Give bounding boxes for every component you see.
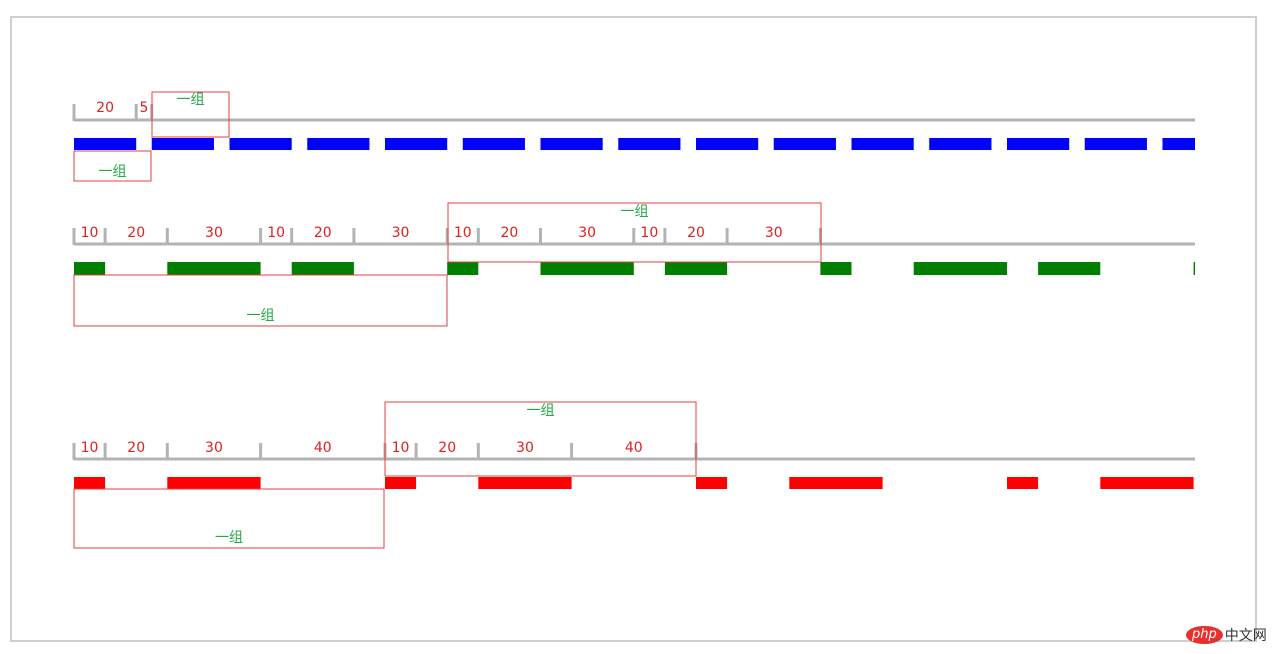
segment-length-label-red: 30 <box>516 440 534 456</box>
dash-segment-blue <box>540 138 603 150</box>
dash-segment-green <box>167 262 261 275</box>
group-label-top-blue: 一组 <box>177 92 205 108</box>
group-box-bottom-green <box>73 274 448 327</box>
segment-length-label-green: 10 <box>640 225 658 241</box>
group-box-top-red <box>384 401 697 477</box>
dash-segment-blue <box>307 138 370 150</box>
segment-length-label-green: 30 <box>765 225 783 241</box>
group-label-bottom-red: 一组 <box>215 530 243 546</box>
dash-segment-red <box>1100 477 1194 489</box>
dash-segment-blue <box>74 138 137 150</box>
segment-length-label-green: 30 <box>205 225 223 241</box>
dash-segment-blue <box>618 138 681 150</box>
group-label-bottom-blue: 一组 <box>99 164 127 180</box>
dash-segment-green <box>1193 262 1195 275</box>
segment-length-label-green: 30 <box>392 225 410 241</box>
dash-segment-green <box>447 262 479 275</box>
segment-length-label-green: 10 <box>454 225 472 241</box>
dash-segment-red <box>696 477 728 489</box>
segment-length-label-red: 10 <box>81 440 99 456</box>
dash-segment-blue <box>1162 138 1195 150</box>
dash-segment-blue <box>929 138 992 150</box>
segment-length-label-green: 10 <box>81 225 99 241</box>
dash-segment-red <box>385 477 417 489</box>
dash-segment-blue <box>1084 138 1147 150</box>
segment-length-label-red: 20 <box>127 440 145 456</box>
segment-length-label-red: 40 <box>625 440 643 456</box>
watermark-logo: php <box>1186 626 1223 644</box>
segment-length-label-blue: 5 <box>140 100 149 116</box>
dash-segment-green <box>1038 262 1101 275</box>
dash-segment-green <box>820 262 852 275</box>
group-box-bottom-red <box>73 488 385 549</box>
segment-length-label-green: 30 <box>578 225 596 241</box>
segment-length-label-red: 10 <box>392 440 410 456</box>
segment-length-label-green: 20 <box>314 225 332 241</box>
segment-length-label-blue: 20 <box>96 100 114 116</box>
segment-length-label-red: 40 <box>314 440 332 456</box>
dash-segment-blue <box>773 138 836 150</box>
segment-length-label-red: 30 <box>205 440 223 456</box>
dash-segment-green <box>291 262 354 275</box>
group-label-top-green: 一组 <box>621 204 649 220</box>
dash-segment-blue <box>229 138 292 150</box>
group-label-bottom-green: 一组 <box>247 308 275 324</box>
dash-segment-blue <box>696 138 759 150</box>
dash-segment-red <box>789 477 883 489</box>
group-box-top-blue <box>151 91 230 138</box>
watermark-name: 中文网 <box>1224 628 1267 644</box>
segment-length-label-green: 20 <box>687 225 705 241</box>
segment-length-label-green: 20 <box>500 225 518 241</box>
dash-segment-red <box>167 477 261 489</box>
segment-length-label-green: 10 <box>267 225 285 241</box>
dash-segment-blue <box>151 138 214 150</box>
group-label-top-red: 一组 <box>527 403 555 419</box>
dash-segment-blue <box>385 138 448 150</box>
dash-segment-green <box>913 262 1007 275</box>
dash-segment-blue <box>462 138 525 150</box>
dash-segment-red <box>1007 477 1039 489</box>
dash-segment-green <box>74 262 106 275</box>
dash-segment-red <box>74 477 106 489</box>
dash-segment-green <box>540 262 634 275</box>
dash-segment-blue <box>1007 138 1070 150</box>
segment-length-label-green: 20 <box>127 225 145 241</box>
dash-segment-blue <box>851 138 914 150</box>
dash-segment-green <box>664 262 728 275</box>
group-box-top-green <box>447 202 822 263</box>
dash-segment-red <box>478 477 572 489</box>
watermark: php 中文网 <box>1186 622 1267 648</box>
group-box-bottom-blue <box>73 150 152 182</box>
segment-length-label-red: 20 <box>438 440 456 456</box>
